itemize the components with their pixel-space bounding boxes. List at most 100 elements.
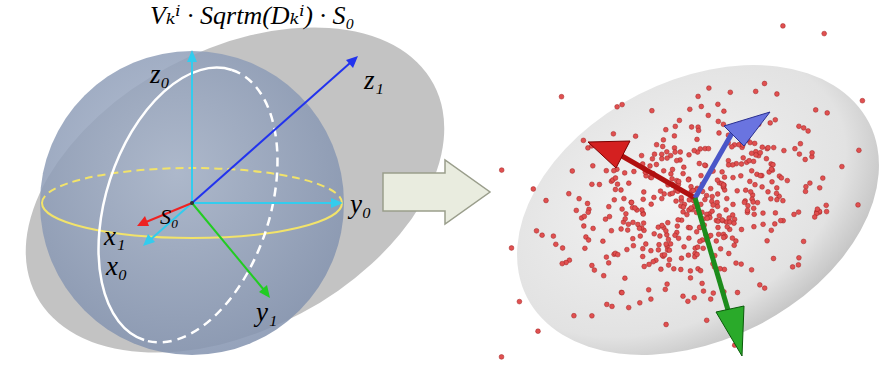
sample-point — [592, 268, 597, 273]
sample-point — [813, 108, 818, 113]
sample-point — [640, 208, 645, 213]
sample-point — [641, 221, 646, 226]
sample-point — [766, 189, 771, 194]
sample-point — [622, 196, 627, 201]
sample-point — [651, 259, 656, 264]
sample-point — [732, 243, 737, 248]
sample-point — [747, 158, 752, 163]
sample-point — [753, 89, 758, 94]
sample-point — [631, 220, 636, 225]
sample-point — [560, 246, 565, 251]
sample-point — [681, 171, 686, 176]
sample-point — [662, 252, 667, 257]
sample-point — [582, 214, 587, 219]
sample-point — [775, 92, 780, 97]
sample-point — [722, 267, 727, 272]
sample-point — [797, 255, 802, 260]
sample-point — [619, 227, 624, 232]
sample-point — [695, 137, 700, 142]
sample-point — [758, 150, 763, 155]
sample-point — [760, 145, 765, 150]
sample-point — [824, 209, 829, 214]
sample-point — [699, 173, 704, 178]
sample-point — [722, 175, 727, 180]
sample-point — [664, 322, 669, 327]
sample-point — [586, 210, 591, 215]
sample-point — [801, 126, 806, 131]
sample-point — [751, 206, 756, 211]
sample-point — [583, 246, 588, 251]
sample-point — [687, 107, 692, 112]
sample-point — [590, 163, 595, 168]
sample-point — [701, 289, 706, 294]
sample-point — [747, 179, 752, 184]
sample-point — [775, 197, 780, 202]
sample-point — [610, 304, 615, 309]
meridian-front — [66, 45, 232, 340]
sample-point — [667, 248, 672, 253]
sample-point — [721, 235, 726, 240]
axes — [137, 50, 358, 298]
sample-point — [716, 225, 721, 230]
sample-point — [676, 179, 681, 184]
sample-point — [630, 236, 635, 241]
sample-point — [725, 224, 730, 229]
sample-point — [765, 238, 770, 243]
sample-point — [652, 152, 657, 157]
sample-point — [773, 117, 778, 122]
sample-point — [626, 222, 631, 227]
sample-point — [801, 239, 806, 244]
sample-point — [697, 161, 702, 166]
sample-point — [666, 237, 671, 242]
sample-point — [765, 146, 770, 151]
sample-point — [721, 183, 726, 188]
sample-point — [629, 200, 634, 205]
sample-point — [761, 211, 766, 216]
sample-point — [679, 195, 684, 200]
sample-point — [664, 242, 669, 247]
sample-point — [803, 189, 808, 194]
sample-point — [856, 203, 861, 208]
sample-point — [692, 148, 697, 153]
sample-point — [749, 168, 754, 173]
sample-point — [499, 168, 504, 173]
sample-point — [612, 197, 617, 202]
sample-point — [570, 169, 575, 174]
sample-point — [731, 175, 736, 180]
sample-point — [796, 210, 801, 215]
sample-point — [688, 225, 693, 230]
sample-point — [620, 102, 625, 107]
sample-point — [665, 282, 670, 287]
sample-point — [686, 177, 691, 182]
sample-point — [718, 246, 723, 251]
sample-point — [676, 217, 681, 222]
sample-point — [639, 153, 644, 158]
sample-point — [609, 228, 614, 233]
sample-point — [748, 189, 753, 194]
axis-label: y₀ — [350, 190, 371, 220]
sample-point — [641, 190, 646, 195]
meridian-back — [144, 70, 310, 365]
sample-point — [768, 121, 773, 126]
sample-point — [726, 163, 731, 168]
sample-point — [633, 134, 638, 139]
sample-point — [669, 172, 674, 177]
sample-point — [560, 261, 565, 266]
sample-point — [771, 145, 776, 150]
ellipsoid — [0, 0, 499, 368]
sample-point — [638, 234, 643, 239]
sample-point — [619, 290, 624, 295]
sample-point — [604, 302, 609, 307]
sample-point — [665, 220, 670, 225]
sample-point — [678, 267, 683, 272]
sample-point — [715, 192, 720, 197]
sample-point — [774, 191, 779, 196]
sample-point — [741, 155, 746, 160]
sample-point — [615, 252, 620, 257]
sample-point — [664, 228, 669, 233]
sample-point — [716, 119, 721, 124]
sample-point — [760, 185, 765, 190]
sample-point — [710, 209, 715, 214]
sample-point — [625, 228, 630, 233]
